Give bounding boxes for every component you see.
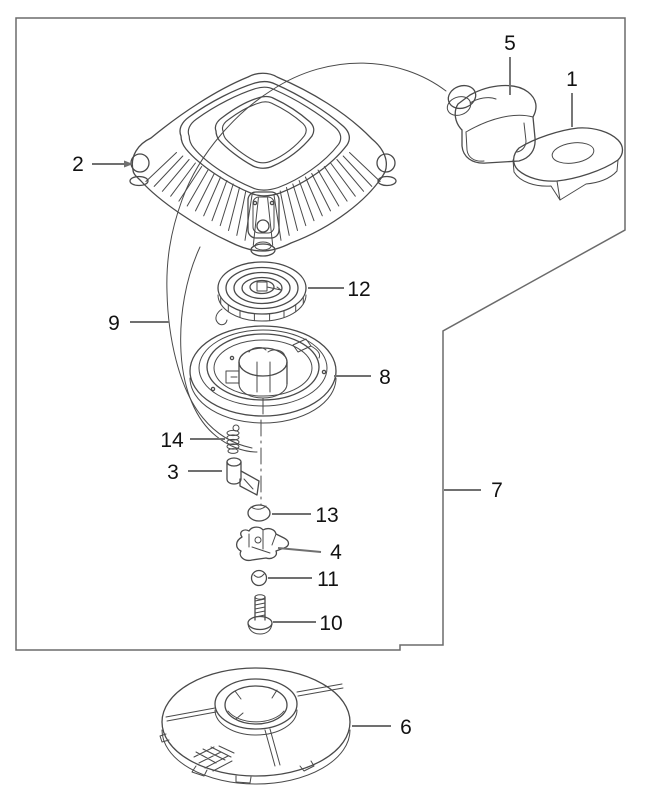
callout-9-label: 9	[108, 312, 120, 335]
callout-2-label: 2	[72, 153, 84, 176]
sheave-drum-drawing	[189, 325, 337, 424]
callout-4: 4	[277, 541, 342, 564]
callout-2-arrow	[124, 160, 133, 168]
callout-4-leader	[277, 547, 322, 553]
housing-fins-right	[267, 152, 381, 246]
callout-2: 2	[72, 153, 133, 176]
callouts: 2 5 1 12 9 8 14 3	[72, 32, 578, 739]
callout-9: 9	[108, 312, 169, 335]
callout-13: 13	[272, 504, 339, 527]
callout-3: 3	[167, 461, 222, 484]
callout-11: 11	[268, 568, 339, 591]
callout-7-label: 7	[491, 479, 503, 502]
callout-5: 5	[504, 32, 516, 95]
callout-5-label: 5	[504, 32, 516, 55]
callout-12-label: 12	[347, 278, 370, 301]
callout-8: 8	[334, 366, 391, 389]
callout-13-label: 13	[315, 504, 338, 527]
callout-1-label: 1	[566, 68, 578, 91]
recoil-housing-drawing	[129, 72, 397, 257]
starter-rope-drawing	[166, 62, 447, 453]
callout-7: 7	[444, 479, 503, 502]
callout-10-label: 10	[319, 612, 342, 635]
drive-pawl-drawing	[226, 457, 260, 496]
callout-11-label: 11	[317, 568, 339, 591]
washer-drawing	[250, 569, 268, 587]
starter-cup-drawing	[159, 667, 351, 785]
clip-washer-drawing	[247, 504, 271, 522]
callout-14-label: 14	[160, 429, 184, 452]
callout-4-label: 4	[330, 541, 342, 564]
callout-6: 6	[352, 716, 412, 739]
knurl-patch	[193, 745, 235, 772]
starter-handle-drawing	[446, 84, 537, 164]
ratchet-cam-drawing	[235, 526, 290, 562]
part-drawings	[129, 62, 624, 785]
callout-6-label: 6	[400, 716, 412, 739]
bolt-drawing	[247, 594, 273, 635]
callout-1: 1	[566, 68, 578, 127]
callout-12: 12	[308, 278, 371, 301]
spiral-spring-drawing	[215, 261, 307, 326]
callout-10: 10	[273, 612, 343, 635]
housing-fins-left	[145, 152, 259, 246]
pawl-spring-drawing	[226, 424, 240, 454]
callout-14: 14	[160, 429, 225, 452]
handle-insert-drawing	[512, 127, 624, 201]
callout-3-label: 3	[167, 461, 179, 484]
parts-group-border	[15, 17, 626, 651]
callout-8-label: 8	[379, 366, 391, 389]
